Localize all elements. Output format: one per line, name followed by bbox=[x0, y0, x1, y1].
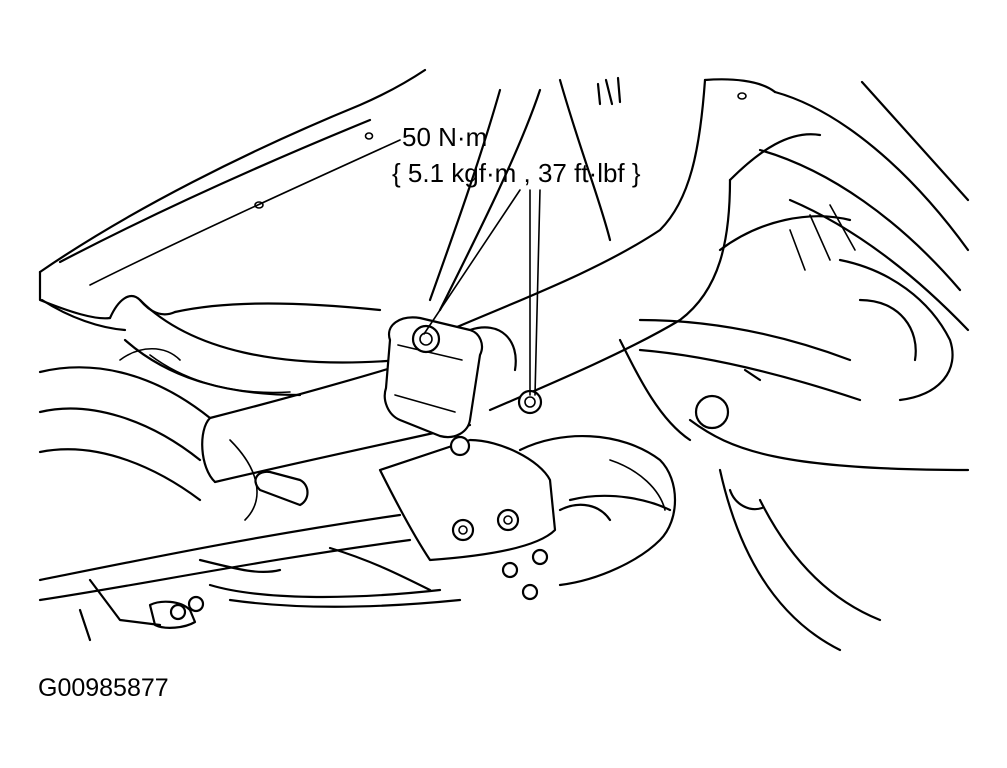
muffler-shell bbox=[518, 434, 677, 587]
figure-id: G00985877 bbox=[38, 674, 169, 702]
torque-bolt-upper bbox=[411, 324, 441, 354]
torque-spec-value: 50 N·m bbox=[402, 122, 488, 152]
frame-rail bbox=[38, 513, 462, 642]
underbody-curves bbox=[123, 76, 622, 397]
leader-lines bbox=[423, 189, 541, 396]
crossmember-right bbox=[618, 318, 862, 442]
support-plate bbox=[378, 435, 557, 601]
rear-body bbox=[448, 78, 852, 412]
torque-bolt-lower bbox=[517, 389, 543, 415]
torque-spec-conversion: { 5.1 kgf·m , 37 ft·lbf } bbox=[392, 158, 641, 188]
rear-tire bbox=[688, 80, 970, 652]
floor-panel bbox=[38, 68, 427, 332]
pipe-flange bbox=[119, 348, 309, 507]
hanger-bracket bbox=[383, 316, 484, 439]
